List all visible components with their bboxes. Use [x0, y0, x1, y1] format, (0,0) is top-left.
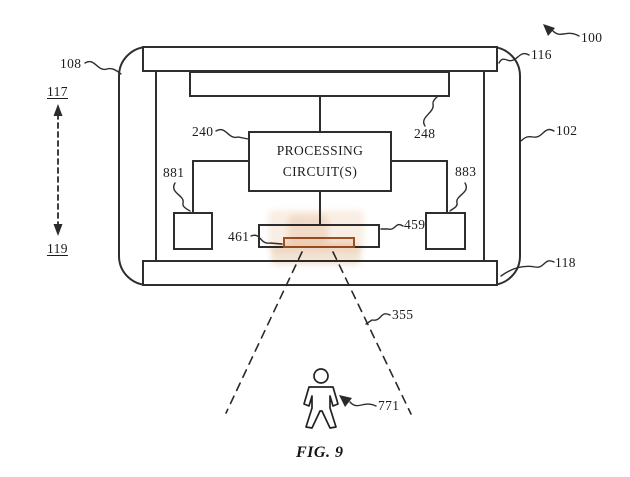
ref-label-240: 240 [192, 124, 214, 139]
ref-label-461: 461 [228, 229, 250, 244]
leader-line-248 [423, 96, 438, 127]
projection-line-left [225, 251, 303, 414]
ref-label-355: 355 [392, 307, 414, 322]
ref-label-116: 116 [531, 47, 552, 62]
leader-line-459 [380, 223, 404, 230]
connector-processor-to-881 [192, 160, 249, 213]
ref-label-771: 771 [378, 398, 400, 413]
ref-label-102: 102 [556, 123, 578, 138]
arrowhead-771 [339, 395, 352, 407]
processing-circuits-line1: PROCESSING [276, 142, 364, 158]
leader-line-240 [215, 128, 249, 140]
person-figure [303, 368, 339, 429]
ref-label-118: 118 [555, 255, 576, 270]
leader-line-881 [173, 182, 191, 212]
leader-line-108 [84, 60, 122, 75]
leader-line-883 [449, 182, 467, 212]
leader-line-116 [498, 52, 530, 64]
leader-line-102 [520, 128, 555, 142]
ref-label-881: 881 [163, 165, 185, 180]
connector-processor-to-883 [391, 160, 448, 213]
component-box-883 [425, 212, 466, 250]
axis-arrow-up-head [53, 104, 63, 116]
arrowhead-100 [543, 24, 555, 36]
display-component-248 [189, 71, 450, 97]
leader-line-100 [552, 30, 580, 37]
person-body [303, 386, 339, 429]
leader-line-118 [500, 260, 555, 277]
ref-label-117: 117 [47, 84, 68, 99]
ref-label-459: 459 [404, 217, 426, 232]
leader-line-771 [349, 401, 377, 407]
axis-arrow-down-head [53, 224, 63, 236]
ref-label-108: 108 [60, 56, 82, 71]
ref-label-119: 119 [47, 241, 68, 256]
person-head [313, 368, 329, 384]
ref-label-100: 100 [581, 30, 603, 45]
leader-line-461 [250, 234, 283, 245]
projection-line-right [332, 251, 412, 415]
ref-label-883: 883 [455, 164, 477, 179]
ref-label-248: 248 [414, 126, 436, 141]
processing-circuits-line2: CIRCUIT(S) [282, 163, 358, 179]
leader-line-355 [365, 313, 391, 325]
figure-caption: FIG. 9 [296, 444, 344, 461]
